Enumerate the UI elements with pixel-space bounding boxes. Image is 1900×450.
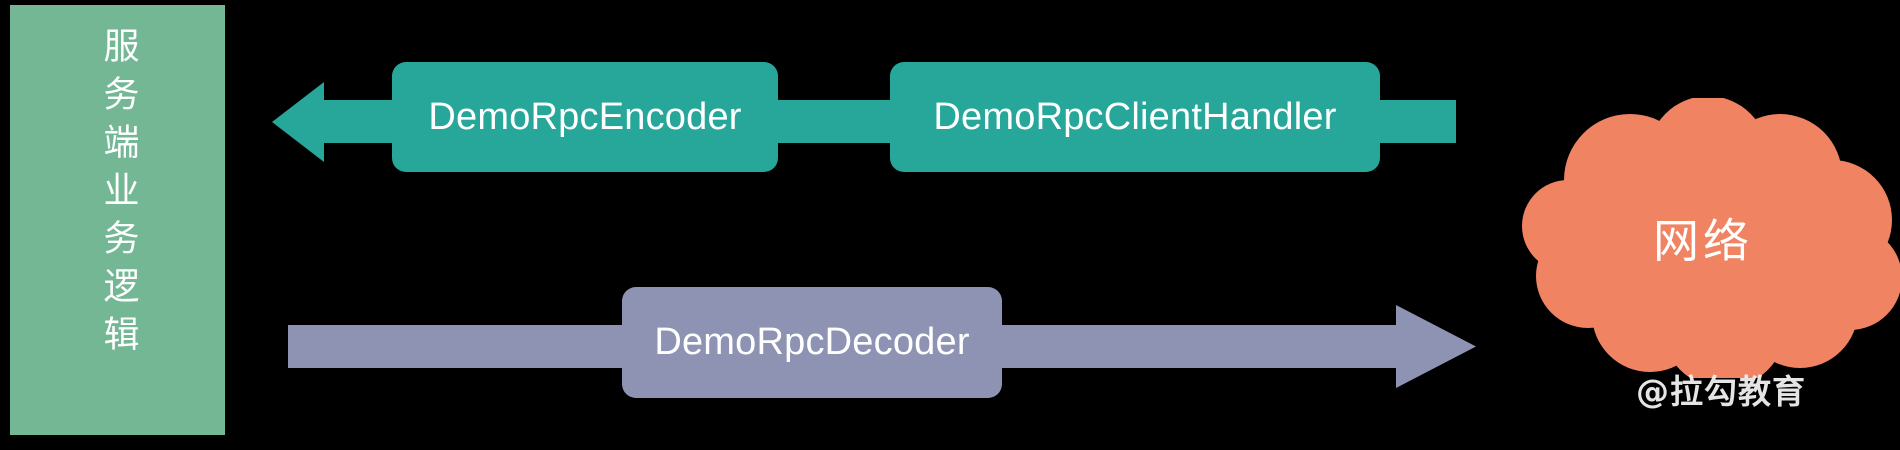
watermark-text: @拉勾教育 (1636, 372, 1806, 411)
network-cloud-label: 网络 (1653, 214, 1753, 268)
handler-box-demorpcdecoder[interactable]: DemoRpcDecoder (622, 287, 1002, 398)
service-logic-label-wrap: 服务端业务逻辑 (10, 27, 225, 427)
handler-box-demorpcclienthandler[interactable]: DemoRpcClientHandler (890, 62, 1380, 172)
handler-box-demorpcencoder-label: DemoRpcEncoder (428, 95, 742, 138)
service-logic-panel: 服务端业务逻辑 (10, 5, 225, 435)
handler-box-demorpcclienthandler-label: DemoRpcClientHandler (933, 95, 1337, 138)
outbound-arrow-shaft-left (322, 100, 402, 143)
inbound-arrow-head-icon (1396, 305, 1476, 388)
handler-box-demorpcdecoder-label: DemoRpcDecoder (654, 321, 970, 363)
cloud-shape-icon (1522, 98, 1900, 378)
outbound-arrow-shaft-right (1370, 100, 1456, 143)
service-logic-label: 服务端业务逻辑 (97, 27, 139, 363)
outbound-arrow-shaft-middle (768, 100, 898, 143)
network-cloud: 网络 (1512, 98, 1900, 378)
handler-box-demorpcencoder[interactable]: DemoRpcEncoder (392, 62, 778, 172)
outbound-arrow-head-icon (272, 82, 324, 162)
network-cloud-label-wrap: 网络 (1512, 98, 1900, 378)
